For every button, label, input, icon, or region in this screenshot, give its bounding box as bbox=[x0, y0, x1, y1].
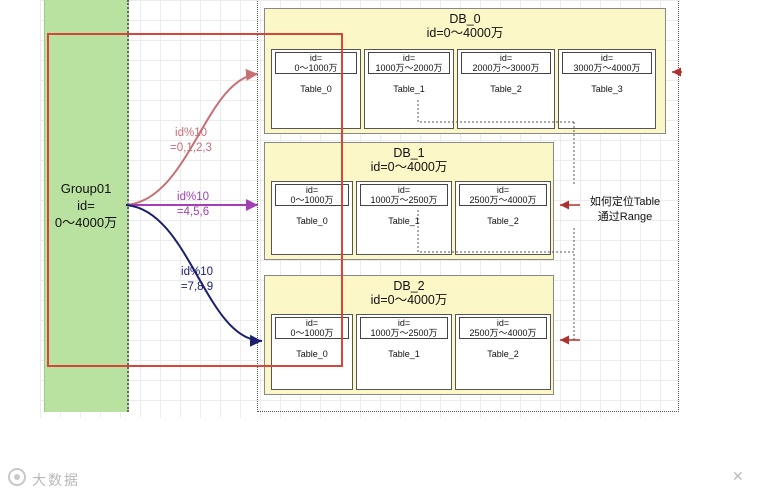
edge-label-navy: id%10 =7,8,9 bbox=[174, 265, 220, 295]
watermark-text: 大数据 bbox=[32, 472, 80, 488]
db-title: DB_1 bbox=[393, 146, 425, 160]
group-label: Group01 id= 0～4000万 bbox=[45, 180, 127, 231]
group-box: Group01 id= 0～4000万 bbox=[44, 0, 129, 412]
table-id-label: id= bbox=[402, 53, 416, 63]
table-range: 3000万～4000万 bbox=[573, 63, 641, 73]
note-line1: 如何定位Table bbox=[589, 196, 661, 208]
table-id-label: id= bbox=[305, 318, 319, 328]
table-range-box: id= 2000万～3000万 bbox=[461, 52, 551, 74]
table-box: id= 0～1000万 Table_0 bbox=[271, 181, 353, 255]
group-range: 0～4000万 bbox=[54, 215, 118, 230]
table-range: 2500万～4000万 bbox=[469, 195, 537, 205]
table-id-label: id= bbox=[600, 53, 614, 63]
edge-pink bbox=[125, 68, 259, 206]
table-range-box: id= 0～1000万 bbox=[275, 184, 349, 206]
watermark-logo-icon bbox=[8, 468, 26, 486]
table-box: id= 1000万～2500万 Table_1 bbox=[356, 181, 452, 255]
edge-label-line1: id%10 bbox=[175, 127, 207, 139]
group-name: Group01 bbox=[60, 181, 112, 196]
table-range: 0～1000万 bbox=[294, 63, 338, 73]
table-range-box: id= 2500万～4000万 bbox=[459, 184, 547, 206]
edge-label-line2: =7,8,9 bbox=[180, 281, 214, 293]
table-box: id= 3000万～4000万 Table_3 bbox=[558, 49, 656, 129]
table-name: Table_2 bbox=[487, 349, 519, 359]
table-id-label: id= bbox=[496, 185, 510, 195]
table-range: 1000万～2000万 bbox=[375, 63, 443, 73]
edge-label-pink: id%10 =0,1,2,3 bbox=[168, 126, 214, 156]
edge-label-line1: id%10 bbox=[181, 266, 213, 278]
db-range: id=0～4000万 bbox=[370, 160, 448, 174]
table-id-label: id= bbox=[309, 53, 323, 63]
table-name: Table_3 bbox=[591, 84, 623, 94]
edge-navy bbox=[125, 204, 263, 347]
table-box: id= 2000万～3000万 Table_2 bbox=[457, 49, 555, 129]
edge-label-line2: =0,1,2,3 bbox=[170, 142, 212, 154]
table-range-box: id= 2500万～4000万 bbox=[459, 317, 547, 339]
table-range: 1000万～2500万 bbox=[370, 195, 438, 205]
table-name: Table_1 bbox=[393, 84, 425, 94]
db-box-2: DB_2 id=0～4000万 id= 0～1000万 Table_0 id= … bbox=[264, 275, 554, 395]
table-range: 0～1000万 bbox=[290, 328, 334, 338]
table-name: Table_2 bbox=[487, 216, 519, 226]
table-box: id= 0～1000万 Table_0 bbox=[271, 314, 353, 390]
corner-mark-icon: ✕ bbox=[732, 468, 744, 484]
table-box: id= 2500万～4000万 Table_2 bbox=[455, 181, 551, 255]
table-name: Table_2 bbox=[490, 84, 522, 94]
table-range: 2000万～3000万 bbox=[472, 63, 540, 73]
table-range-box: id= 1000万～2500万 bbox=[360, 184, 448, 206]
table-box: id= 2500万～4000万 Table_2 bbox=[455, 314, 551, 390]
table-range: 2500万～4000万 bbox=[469, 328, 537, 338]
db-box-1: DB_1 id=0～4000万 id= 0～1000万 Table_0 id= … bbox=[264, 142, 554, 260]
table-id-label: id= bbox=[305, 185, 319, 195]
table-id-label: id= bbox=[397, 185, 411, 195]
db-box-0: DB_0 id=0～4000万 id= 0～1000万 Table_0 id= … bbox=[264, 8, 666, 134]
table-box: id= 0～1000万 Table_0 bbox=[271, 49, 361, 129]
table-range-box: id= 1000万～2500万 bbox=[360, 317, 448, 339]
table-id-label: id= bbox=[496, 318, 510, 328]
group-highlight-frame bbox=[47, 33, 343, 367]
table-id-label: id= bbox=[499, 53, 513, 63]
dotted-route-db0 bbox=[417, 100, 574, 123]
db-title: DB_0 bbox=[449, 12, 481, 26]
table-id-label: id= bbox=[397, 318, 411, 328]
group-id-label: id= bbox=[77, 198, 95, 213]
table-range-box: id= 0～1000万 bbox=[275, 317, 349, 339]
edge-label-line1: id%10 bbox=[177, 191, 209, 203]
table-range-box: id= 1000万～2000万 bbox=[368, 52, 450, 74]
table-name: Table_0 bbox=[296, 349, 328, 359]
note-line2: 通过Range bbox=[597, 211, 653, 223]
table-name: Table_1 bbox=[388, 216, 420, 226]
table-range-box: id= 0～1000万 bbox=[275, 52, 357, 74]
table-range: 1000万～2500万 bbox=[370, 328, 438, 338]
db-range: id=0～4000万 bbox=[426, 26, 504, 40]
range-note: 如何定位Table 通过Range bbox=[580, 195, 670, 225]
table-range-box: id= 3000万～4000万 bbox=[562, 52, 652, 74]
edge-label-purple: id%10 =4,5,6 bbox=[170, 190, 216, 220]
table-name: Table_0 bbox=[296, 216, 328, 226]
table-name: Table_1 bbox=[388, 349, 420, 359]
table-box: id= 1000万～2500万 Table_1 bbox=[356, 314, 452, 390]
table-name: Table_0 bbox=[300, 84, 332, 94]
table-box: id= 1000万～2000万 Table_1 bbox=[364, 49, 454, 129]
edge-label-line2: =4,5,6 bbox=[176, 206, 210, 218]
db-title: DB_2 bbox=[393, 279, 425, 293]
table-range: 0～1000万 bbox=[290, 195, 334, 205]
db-range: id=0～4000万 bbox=[370, 293, 448, 307]
